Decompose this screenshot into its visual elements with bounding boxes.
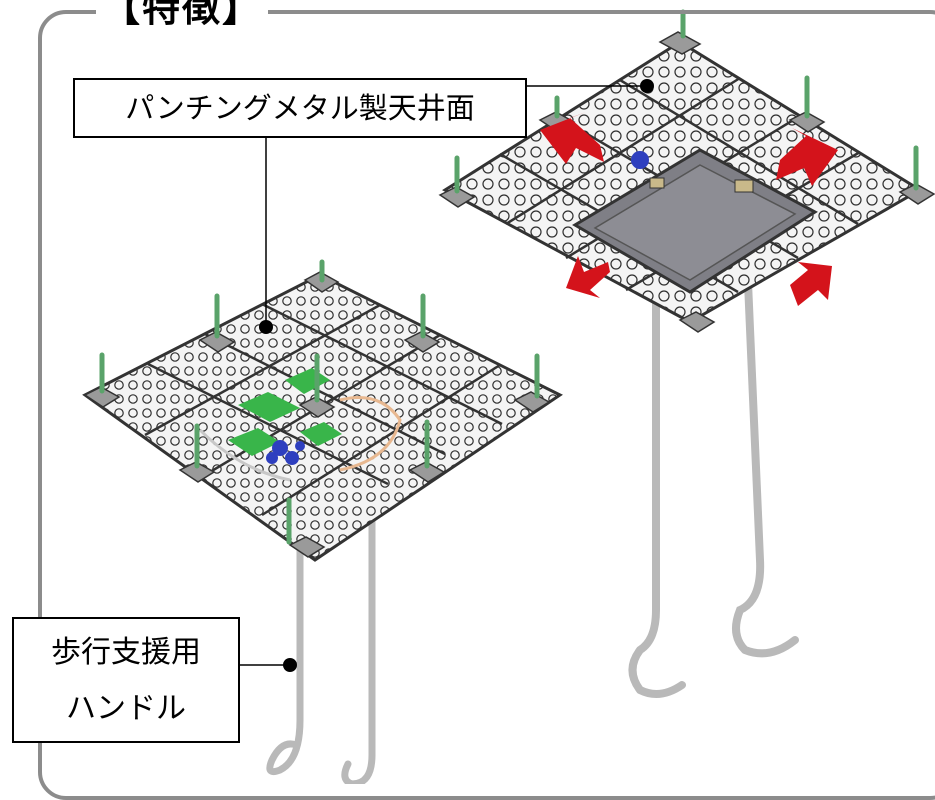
blue-patch (272, 440, 288, 456)
blue-patch (631, 151, 649, 169)
left-ceiling-panel (82, 273, 563, 562)
blue-patch (285, 451, 299, 465)
ceiling-callout: パンチングメタル製天井面 (73, 78, 527, 138)
left-ceiling-assembly (82, 259, 563, 784)
green-patch (300, 422, 342, 446)
green-suspension-rod (99, 259, 540, 545)
green-suspension-rod (454, 9, 919, 194)
handle-callout-line1: 歩行支援用 (51, 635, 201, 670)
green-patch (238, 392, 300, 422)
right-bracket (438, 31, 935, 333)
green-patch (228, 428, 280, 456)
handle-callout-line2: ハンドル (66, 691, 186, 726)
pointer-dot (640, 79, 654, 93)
page-title: 【特徴】 (96, 0, 269, 30)
blue-patch (295, 441, 305, 451)
right-handle-pipe-2 (732, 186, 799, 658)
right-ceiling-assembly (438, 9, 935, 698)
left-handle-pipe-1 (266, 501, 304, 776)
right-handle-pipe-1 (628, 256, 686, 698)
blue-patch (266, 452, 278, 464)
red-expansion-arrow (540, 112, 838, 306)
handle-callout: 歩行支援用 ハンドル (12, 617, 240, 743)
